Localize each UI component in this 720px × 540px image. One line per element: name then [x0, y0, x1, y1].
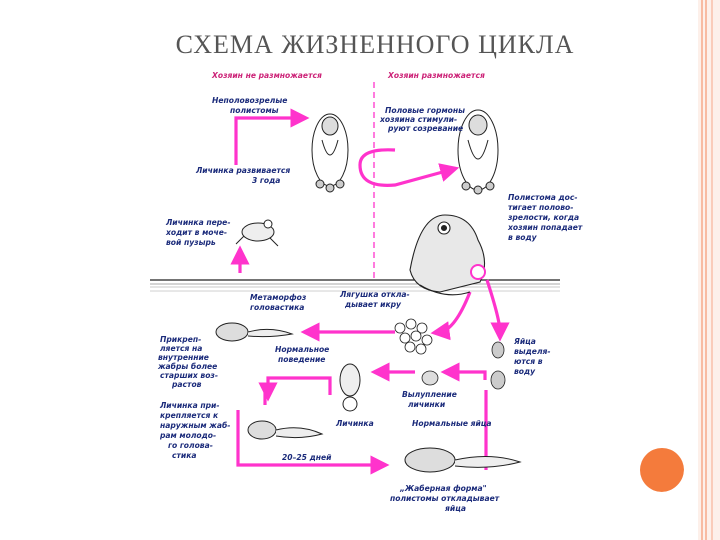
svg-text:зрелости, когда: зрелости, когда [507, 213, 579, 222]
arrow-develop-to-immature [234, 108, 310, 165]
label-host-breed: Хозяин размножается [387, 71, 485, 80]
label-larva: Личинка [335, 419, 374, 428]
label-attach-internal: Прикреп- [160, 335, 201, 344]
svg-text:руют созревание: руют созревание [387, 124, 463, 133]
svg-text:дывает икру: дывает икру [344, 300, 402, 309]
svg-text:личинки: личинки [408, 400, 446, 409]
svg-text:вой пузырь: вой пузырь [166, 238, 216, 247]
svg-text:полистомы: полистомы [230, 106, 279, 115]
svg-text:головастика: головастика [250, 303, 304, 312]
water-surface [150, 279, 560, 292]
labels: Хозяин не размножается Хозяин размножает… [157, 71, 583, 513]
polystoma-immature-illustration [311, 113, 349, 193]
svg-text:рам молодо-: рам молодо- [159, 431, 216, 440]
svg-text:яйца: яйца [444, 504, 466, 513]
arrow-to-metamorph [430, 291, 472, 341]
frog-eggs-illustration [394, 318, 433, 355]
svg-text:в воду: в воду [508, 233, 538, 242]
arrow-immature-to-mature [358, 148, 460, 187]
decorative-circle-ring [637, 445, 685, 493]
label-hormones: Половые гормоны [385, 106, 465, 115]
label-eggs-release: Яйца [513, 337, 536, 346]
label-moves-bladder: Личинка пере- [165, 218, 230, 227]
svg-text:старших воз-: старших воз- [160, 371, 218, 380]
label-normal-eggs: Нормальные яйца [412, 419, 492, 428]
life-cycle-diagram: Хозяин не размножается Хозяин размножает… [150, 71, 583, 513]
gill-form-tadpole-illustration [404, 447, 522, 473]
svg-text:внутренние: внутренние [158, 353, 209, 362]
slide-right-border [698, 0, 720, 540]
label-days: 20–25 дней [282, 453, 332, 462]
label-normal-behaviour: Нормальное [275, 345, 329, 354]
svg-text:тигает полово-: тигает полово- [508, 203, 573, 212]
svg-text:наружным жаб-: наружным жаб- [160, 421, 230, 430]
svg-text:ются в: ются в [514, 357, 543, 366]
frog-illustration [409, 214, 486, 296]
svg-text:поведение: поведение [278, 355, 325, 364]
label-attach-external: Личинка при- [159, 401, 220, 410]
svg-text:воду: воду [514, 367, 536, 376]
arrow-larva-up [258, 376, 332, 402]
label-immature: Неполовозрелые [212, 96, 287, 105]
arrow-normal-eggs [440, 362, 487, 382]
larva-illustration [339, 363, 361, 412]
slide-title: СХЕМА ЖИЗНЕННОГО ЦИКЛА [175, 30, 575, 59]
tadpole-young-illustration [247, 420, 324, 440]
label-frog-eggs: Лягушка откла- [339, 290, 410, 299]
svg-text:выделя-: выделя- [514, 347, 551, 356]
svg-text:жабры более: жабры более [157, 362, 217, 371]
svg-text:крепляется к: крепляется к [160, 411, 219, 420]
label-host-no-breed: Хозяин не размножается [211, 71, 322, 80]
svg-text:3 года: 3 года [252, 176, 280, 185]
small-frog-illustration [235, 219, 279, 247]
svg-text:ляется на: ляется на [160, 344, 202, 353]
label-develops: Личинка развивается [195, 166, 290, 175]
svg-text:растов: растов [171, 380, 202, 389]
arrow-to-eggs-release [485, 279, 510, 342]
svg-text:хозяин попадает: хозяин попадает [507, 223, 583, 232]
arrow-left-down [236, 410, 390, 475]
label-metamorph: Метаморфоз [250, 293, 307, 302]
label-hatch: Вылупление [402, 390, 457, 399]
svg-text:полистомы откладывает: полистомы откладывает [390, 494, 500, 503]
polystoma-eggs-illustration [490, 341, 506, 390]
svg-text:стика: стика [172, 451, 197, 460]
tadpole-illustration [215, 322, 294, 342]
cycle-arrows [230, 108, 510, 475]
svg-text:го голова-: го голова- [168, 441, 213, 450]
label-mature: Полистома дос- [508, 193, 578, 202]
hatching-egg-illustration [421, 370, 439, 386]
label-gill-form: „Жаберная форма" [399, 484, 487, 493]
polystoma-mature-illustration [457, 109, 499, 195]
svg-text:хозяина стимули-: хозяина стимули- [379, 115, 457, 124]
svg-text:ходит в моче-: ходит в моче- [165, 228, 227, 237]
